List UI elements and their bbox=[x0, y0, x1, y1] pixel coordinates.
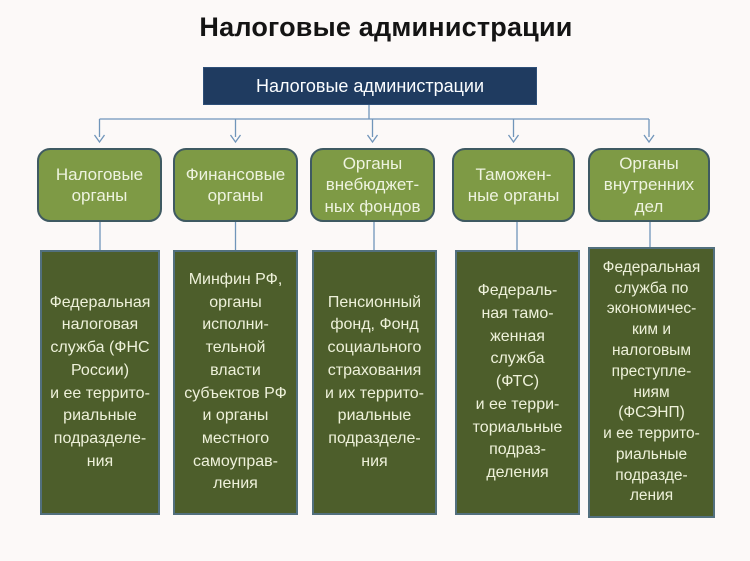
branch-header-internal-affairs: Органы внутренних дел bbox=[588, 148, 710, 222]
branch-body-tax-bodies: Федеральная налоговая служба (ФНС России… bbox=[40, 250, 160, 515]
root-box: Налоговые администрации bbox=[203, 67, 537, 105]
branch-header-financial-bodies: Финансовые органы bbox=[173, 148, 298, 222]
root-box-label: Налоговые администрации bbox=[255, 75, 485, 96]
branch-body-extrabudgetary-funds: Пенсионный фонд, Фонд социального страхо… bbox=[312, 250, 437, 515]
page-title: Налоговые администрации bbox=[199, 12, 573, 42]
branch-header-tax-bodies: Налоговые органы bbox=[37, 148, 162, 222]
branch-header-extrabudgetary-funds: Органы внебюджет- ных фондов bbox=[310, 148, 435, 222]
branch-header-customs-bodies: Таможен- ные органы bbox=[452, 148, 575, 222]
branch-body-customs-bodies: Федераль- ная тамо- женная служба (ФТС) … bbox=[455, 250, 580, 515]
branch-body-internal-affairs: Федеральная служба по экономичес- ким и … bbox=[588, 247, 715, 518]
branch-body-financial-bodies: Минфин РФ, органы исполни- тельной власт… bbox=[173, 250, 298, 515]
